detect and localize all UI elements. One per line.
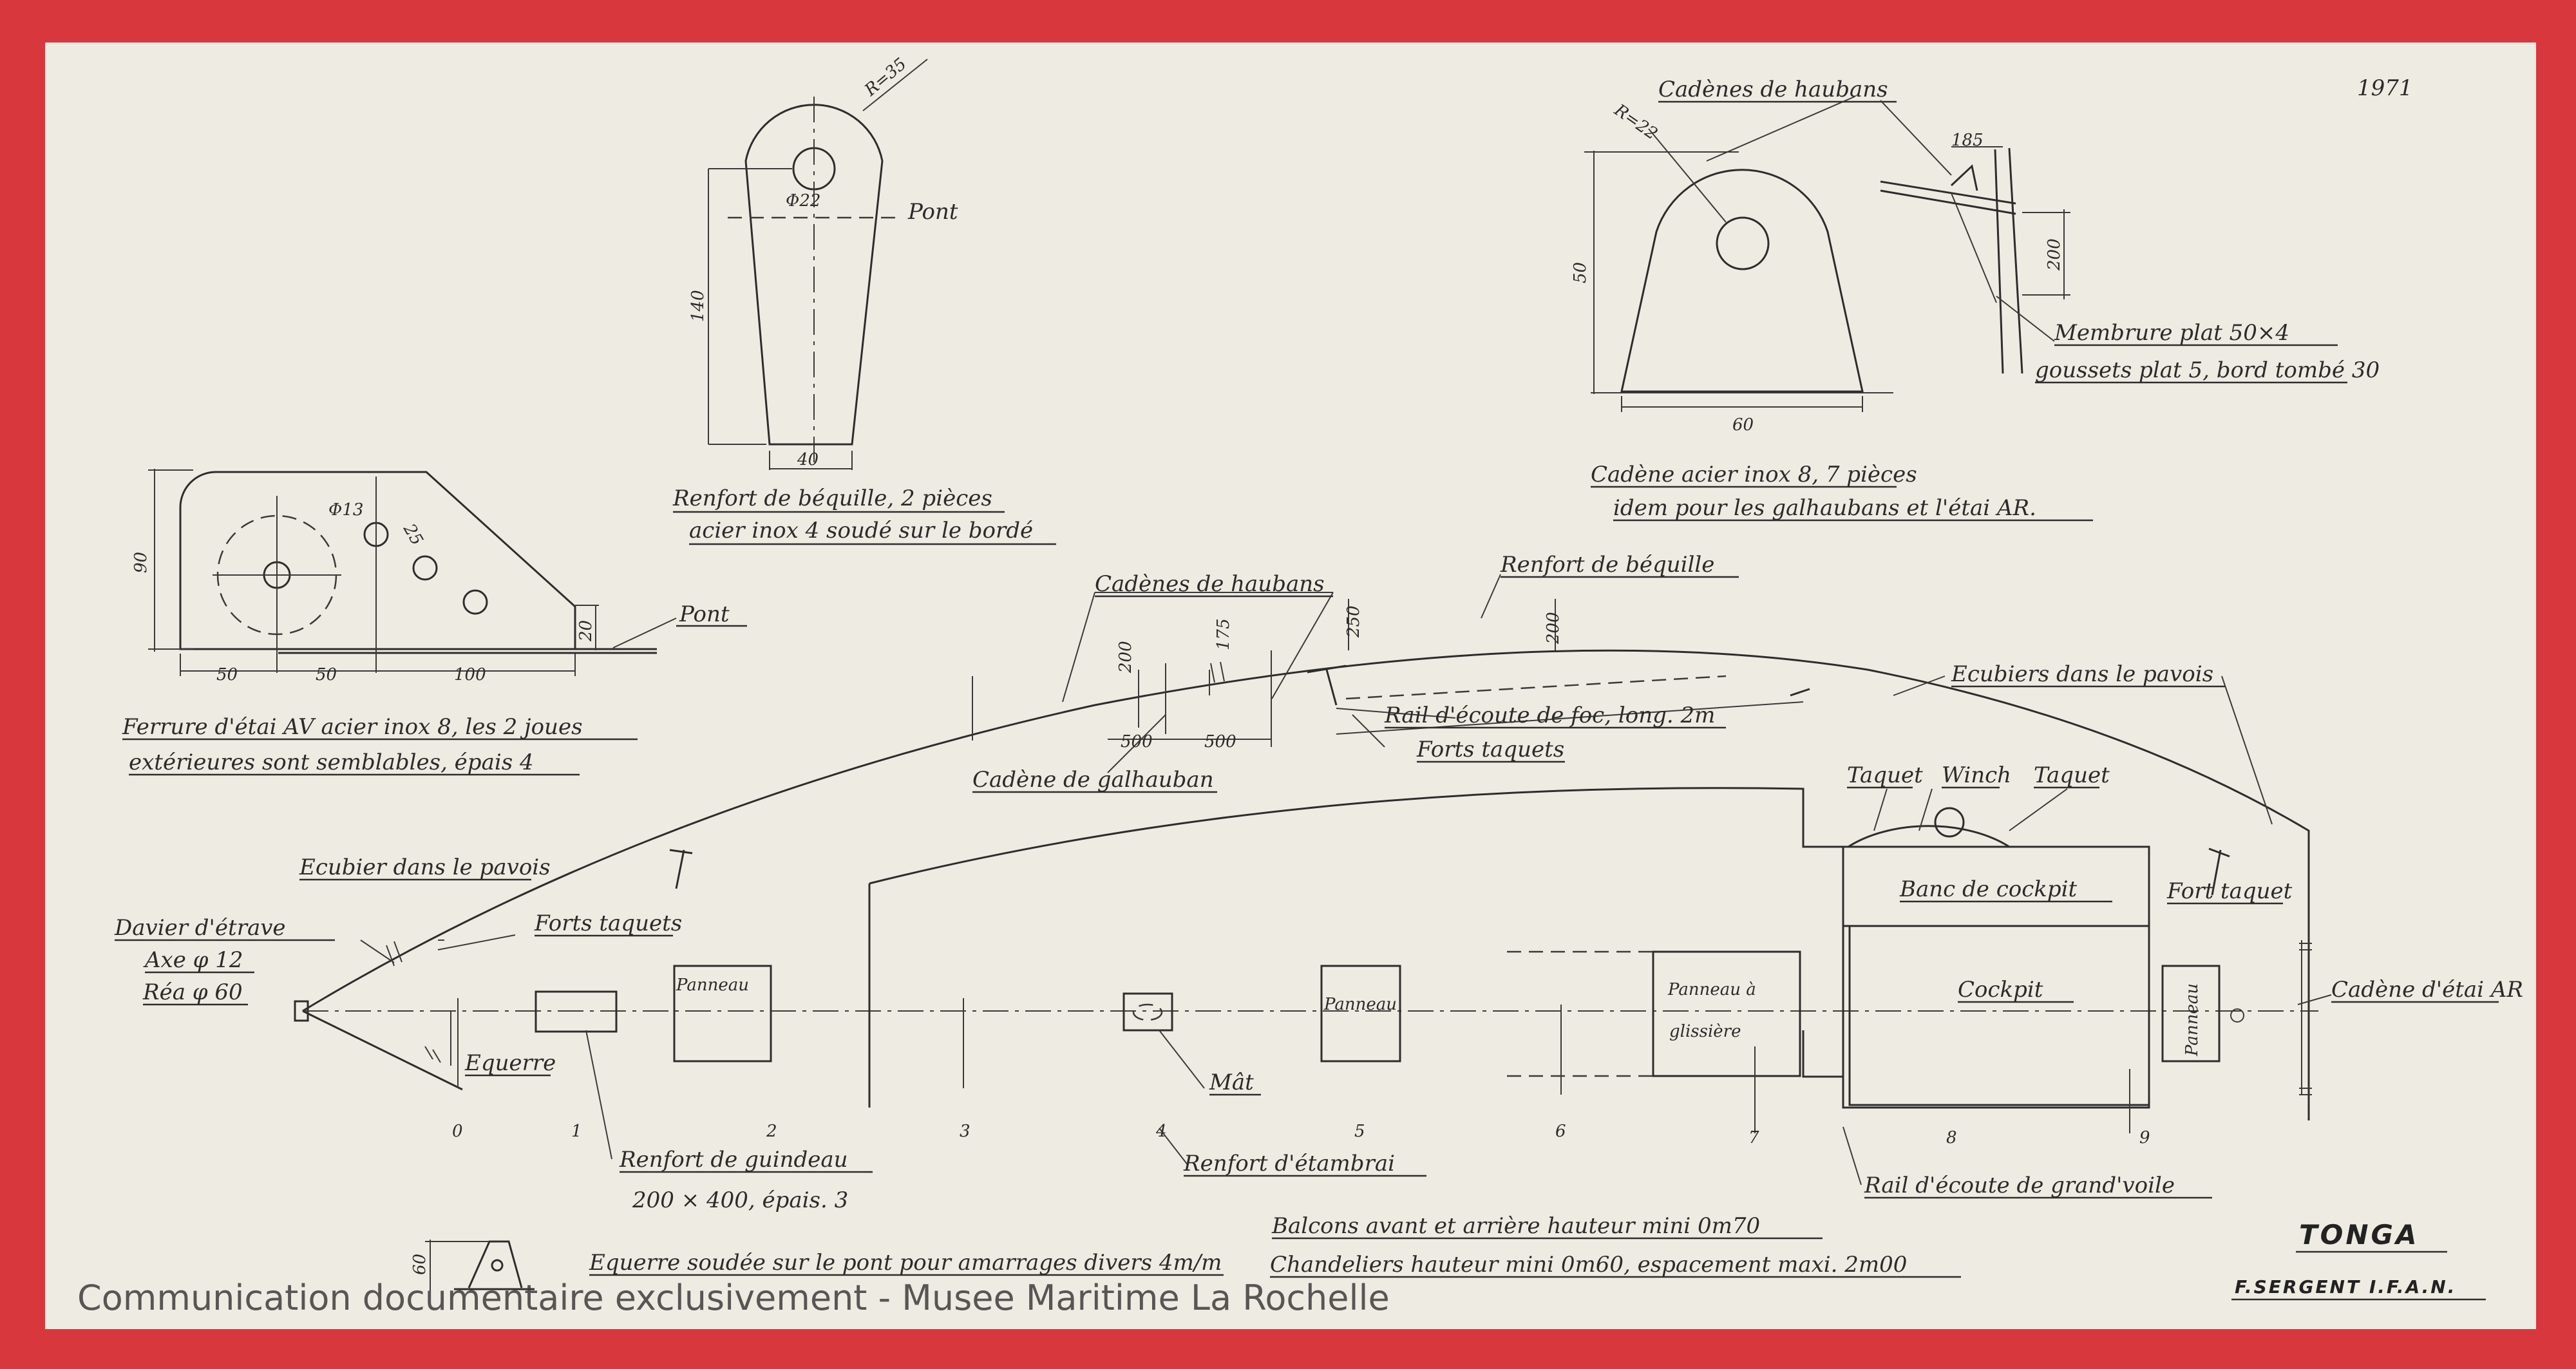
balcons-label: Balcons avant et arrière hauteur mini 0m… [1271, 1213, 1760, 1239]
r22-label: R=22 [1610, 100, 1661, 144]
membrure-line1: Membrure plat 50×4 [2054, 320, 2289, 346]
renfort-guindeau-line1: Renfort de guindeau [619, 1147, 848, 1173]
panneau-3-label: Panneau [2183, 983, 2202, 1057]
ferrure-line1: Ferrure d'étai AV acier inox 8, les 2 jo… [122, 714, 583, 740]
red-frame-left [0, 0, 45, 1369]
renfort-guindeau-line2: 200 × 400, épais. 3 [632, 1187, 848, 1213]
equerre-label: Equerre [464, 1050, 556, 1076]
station-7: 7 [1748, 1128, 1759, 1147]
mat-label: Mât [1209, 1070, 1254, 1095]
forts-taquets-left-label: Forts taquets [534, 911, 682, 936]
dim-40-label: 40 [797, 450, 819, 469]
station-5: 5 [1354, 1122, 1365, 1141]
renfort-bequille-line2: acier inox 4 soudé sur le bordé [689, 518, 1033, 543]
dim-60-label: 60 [1732, 415, 1754, 435]
equerre-sketch: 60 [410, 1240, 535, 1291]
membrure-line2: goussets plat 5, bord tombé 30 [2035, 357, 2380, 383]
station-0: 0 [452, 1122, 463, 1141]
dim-200-a-label: 200 [1116, 641, 1135, 674]
cadene-line2: idem pour les galhaubans et l'étai AR. [1613, 495, 2036, 521]
cockpit-label: Cockpit [1958, 977, 2043, 1003]
panneau-glissiere-line1: Panneau à [1667, 980, 1756, 999]
davier-line3: Réa φ 60 [142, 979, 243, 1005]
equerre-note-label: Equerre soudée sur le pont pour amarrage… [589, 1250, 1222, 1276]
rail-gv-label: Rail d'écoute de grand'voile [1864, 1173, 2175, 1198]
dim-60-eq-label: 60 [410, 1254, 430, 1275]
winch-label: Winch [1942, 762, 2011, 788]
station-8: 8 [1946, 1128, 1957, 1147]
cadenes-haubans-top-label: Cadènes de haubans [1658, 77, 1888, 102]
ferrure-line2: extérieures sont semblables, épais 4 [129, 750, 534, 775]
dim-50b-label: 50 [316, 665, 337, 684]
dim-200-b-label: 200 [1544, 612, 1563, 645]
watermark: Communication documentaire exclusivement… [77, 1278, 1390, 1318]
ecubiers-pavois-right-label: Ecubiers dans le pavois [1951, 661, 2213, 687]
dim-50a-label: 50 [216, 665, 238, 684]
designer-name: F.SERGENT I.F.A.N. [2235, 1276, 2456, 1298]
station-2: 2 [766, 1122, 777, 1141]
dim-185-label: 185 [1951, 131, 1984, 150]
pont-label-top: Pont [907, 199, 958, 225]
phi22-label: Φ22 [786, 191, 820, 211]
cadenes-hauban-mid-label: Cadènes de haubans [1095, 571, 1325, 597]
taquet-right-label: Taquet [2034, 762, 2110, 788]
dim-50-label: 50 [1571, 262, 1590, 283]
station-4: 4 [1155, 1122, 1167, 1141]
ecubier-pavois-left-label: Ecubier dans le pavois [299, 854, 551, 880]
chandeliers-label: Chandeliers hauteur mini 0m60, espacemen… [1270, 1252, 1907, 1278]
dim-500-b-label: 500 [1204, 732, 1236, 751]
dim-250-label: 250 [1344, 605, 1363, 638]
renfort-etambrai-label: Renfort d'étambrai [1183, 1151, 1395, 1176]
renfort-bequille-detail: Pont R=35 Φ22 140 40 Renfort de béquille… [672, 55, 1056, 545]
deck-plan [294, 574, 2332, 1185]
phi13-label: Φ13 [328, 500, 363, 520]
panneau-glissiere-line2: glissière [1669, 1022, 1741, 1041]
year-label: 1971 [2357, 75, 2413, 101]
dim-25-label: 25 [399, 520, 426, 549]
red-frame-right [2536, 0, 2576, 1369]
red-frame-bottom [0, 1329, 2576, 1369]
davier-line2: Axe φ 12 [143, 947, 243, 973]
dim-500-a-label: 500 [1121, 732, 1153, 751]
davier-line1: Davier d'étrave [114, 915, 286, 941]
panneau-2-label: Panneau [1323, 995, 1397, 1014]
dim-100-label: 100 [454, 665, 486, 684]
fort-taquet-right-label: Fort taquet [2166, 878, 2293, 904]
ferrure-etai-detail: 90 Φ13 25 20 Pont 50 50 100 Ferrure d'ét… [122, 469, 747, 776]
dim-140-label: 140 [688, 290, 708, 322]
cadene-line1: Cadène acier inox 8, 7 pièces [1591, 462, 1917, 487]
station-3: 3 [960, 1122, 971, 1141]
boat-name: TONGA [2299, 1219, 2419, 1251]
forts-taquets-mid-label: Forts taquets [1416, 737, 1564, 762]
cadene-galhauban-label: Cadène de galhauban [972, 767, 1214, 793]
banc-cockpit-label: Banc de cockpit [1899, 876, 2077, 902]
rail-foc-label: Rail d'écoute de foc, long. 2m [1384, 703, 1715, 728]
pont-label-left: Pont [679, 601, 730, 627]
taquet-left-label: Taquet [1847, 762, 1923, 788]
dim-175-label: 175 [1214, 618, 1233, 650]
dim-20-label: 20 [576, 620, 596, 642]
station-9: 9 [2139, 1128, 2150, 1147]
dim-90-label: 90 [131, 552, 151, 573]
panneau-1-label: Panneau [676, 976, 749, 995]
dim-200-right-label: 200 [2045, 238, 2064, 271]
station-1: 1 [571, 1122, 582, 1141]
renfort-bequille-mid-label: Renfort de béquille [1500, 552, 1714, 578]
cadene-detail: Cadènes de haubans R=22 50 60 185 200 Me… [1571, 77, 2380, 522]
cadene-etai-ar-label: Cadène d'étai AR [2331, 977, 2523, 1003]
red-frame-top [0, 0, 2576, 42]
renfort-bequille-line1: Renfort de béquille, 2 pièces [672, 486, 992, 511]
station-6: 6 [1555, 1122, 1566, 1141]
